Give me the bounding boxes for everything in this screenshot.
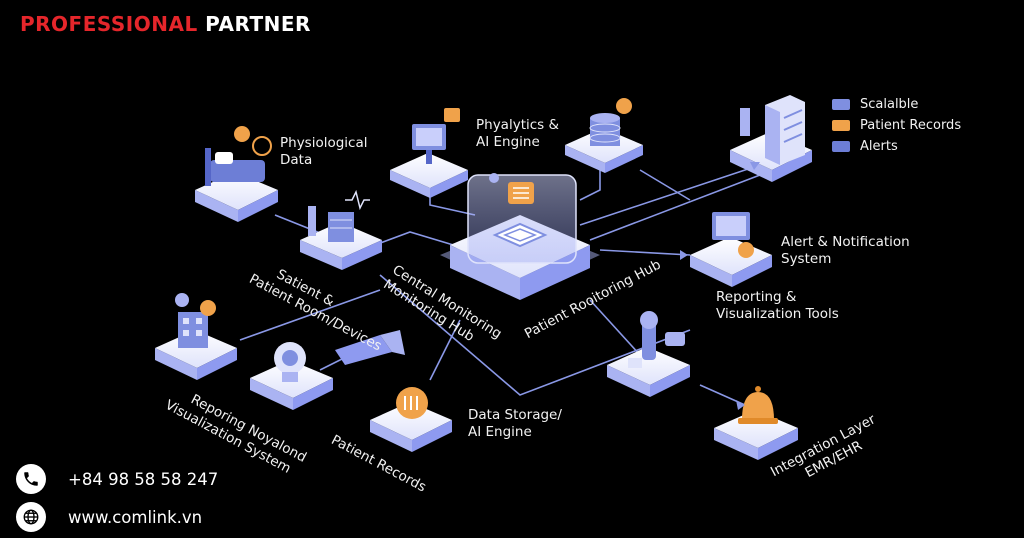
label-analytics: Phyalytics & AI Engine — [476, 117, 560, 150]
node-building — [155, 293, 237, 380]
node-alert-monitor — [690, 212, 772, 287]
node-server-rack — [730, 95, 812, 182]
label-data-storage: Data Storage/ AI Engine — [468, 407, 562, 440]
megaphone-icon — [335, 335, 392, 365]
brand-part2: PARTNER — [205, 12, 311, 36]
line-loop — [379, 274, 691, 396]
database-alert-icon — [616, 98, 632, 114]
alert-monitor-icon — [712, 212, 754, 258]
bed-alert-icon — [234, 126, 250, 142]
legend-item-patient-records: Patient Records — [832, 115, 961, 136]
bed-icon — [205, 148, 265, 186]
node-satient-devices — [300, 189, 382, 270]
hub-chip-icon — [508, 182, 534, 204]
line-hub-reporting — [589, 299, 641, 356]
legend-item-alerts: Alerts — [832, 136, 961, 157]
legend-swatch — [832, 141, 850, 152]
node-records-disk — [370, 387, 452, 452]
website-link[interactable]: www.comlink.vn — [68, 507, 203, 527]
line-satient-hub — [374, 231, 471, 251]
legend-swatch — [832, 99, 850, 110]
monitor-icon — [412, 124, 446, 164]
central-hub-node — [440, 173, 600, 300]
brand-title: PROFESSIONAL PARTNER — [20, 12, 311, 36]
record-disk-icon — [396, 387, 428, 419]
line-hub-scalable — [579, 164, 761, 226]
connector-lines — [239, 164, 761, 406]
bell-icon — [738, 386, 778, 424]
device-server-icon — [308, 206, 354, 242]
line-hub-alert — [599, 249, 691, 256]
building-icon — [178, 312, 208, 348]
node-database — [565, 98, 643, 173]
contact-website: www.comlink.vn — [16, 502, 202, 532]
label-physiological: Physiological Data — [280, 135, 368, 168]
database-icon — [589, 113, 621, 146]
pulse-icon — [345, 189, 370, 211]
phone-icon — [16, 464, 46, 494]
line-db-right — [639, 169, 691, 201]
building-pin-icon — [175, 293, 189, 307]
line-left-loop — [239, 289, 381, 341]
legend-item-scalable: Scalalble — [832, 94, 961, 115]
node-patient-bed — [195, 126, 278, 222]
camera-icon — [274, 342, 306, 382]
node-megaphone — [335, 330, 405, 365]
legend: Scalalble Patient Records Alerts — [832, 94, 961, 157]
contact-phone: +84 98 58 58 247 — [16, 464, 218, 494]
arrowheads — [680, 162, 760, 410]
label-alert: Alert & Notification System — [781, 234, 910, 267]
line-hub-scalable2 — [589, 174, 761, 241]
chart-badge-icon — [444, 108, 460, 122]
node-camera — [250, 342, 333, 410]
globe-icon — [16, 502, 46, 532]
phone-number[interactable]: +84 98 58 58 247 — [68, 469, 219, 489]
controller-icon — [628, 311, 685, 368]
label-reporting-tools: Reporting & Visualization Tools — [716, 289, 839, 322]
node-joystick — [607, 311, 690, 397]
line-db-hub — [579, 170, 601, 201]
node-integration-bell — [714, 386, 798, 460]
server-rack-icon — [765, 95, 805, 165]
legend-swatch — [832, 120, 850, 131]
line-hub-storage — [429, 319, 461, 381]
node-analytics-monitor — [390, 108, 468, 198]
brand-part1: PROFESSIONAL — [20, 12, 198, 36]
